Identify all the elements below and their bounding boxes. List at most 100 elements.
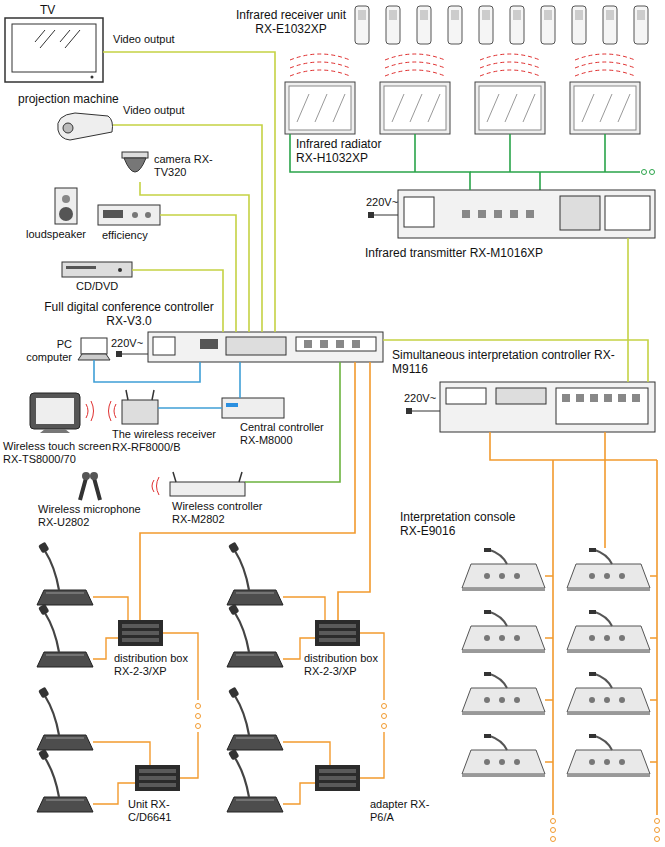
projector: projection machine	[55, 112, 113, 140]
power-plug	[116, 351, 122, 357]
bus-continuation	[551, 819, 556, 824]
radiator-panel: Infrared radiator RX-H1032XP	[285, 82, 355, 134]
device-label: camera RX-TV320	[154, 153, 216, 179]
bus-continuation	[655, 819, 660, 824]
console-drop	[545, 576, 657, 762]
wireless-signal	[109, 401, 117, 421]
signal-cable	[94, 360, 200, 382]
disc-player: CD/DVD	[62, 262, 132, 277]
tv-frame	[5, 18, 103, 82]
bus-continuation	[642, 170, 647, 175]
signal-label: Video output	[122, 104, 186, 117]
transmitter: Infrared transmitter RX-M1016XP	[398, 190, 655, 238]
chain-continuation	[382, 724, 387, 729]
unit-cable	[93, 597, 330, 804]
device-label: Central controller RX-M8000	[240, 421, 335, 447]
tv-hatch	[35, 30, 80, 48]
handheld-mic-head	[90, 472, 98, 480]
unit-ports	[296, 337, 376, 351]
device-label: Infrared receiver unit RX-E1032XP	[232, 8, 350, 37]
player-tray	[66, 266, 96, 269]
console-group: Interpretation console RX-E9016	[462, 548, 650, 782]
amplifier-body	[98, 205, 160, 225]
wireless-controller-body	[170, 482, 245, 496]
signal-label: Video output	[112, 33, 176, 46]
central-controller: Central controller RX-M8000	[222, 398, 284, 418]
power-socket	[404, 197, 434, 227]
handheld-mic-head	[82, 472, 90, 480]
power-cord	[412, 411, 440, 412]
chain-continuation	[196, 724, 201, 729]
laptop: PC computer	[78, 338, 110, 360]
device-label: Full digital conference controller RX-V3…	[40, 300, 218, 329]
signal-cable	[103, 52, 275, 332]
tv-screen	[12, 24, 96, 72]
projector-lens	[63, 123, 73, 133]
amplifier-display	[103, 210, 123, 218]
touch-screen: Wireless touch screen RX-TS8000/70	[30, 393, 80, 433]
signal-cable	[383, 340, 648, 382]
power-plug	[368, 212, 374, 218]
device-label: The wireless receiver RX-RF8000/B	[112, 428, 224, 454]
input-panel	[560, 196, 600, 230]
rj-sockets	[304, 340, 360, 348]
bus-continuation	[551, 828, 556, 833]
xlr-panel	[496, 388, 546, 404]
receiver-group: Infrared receiver unit RX-E1032XP	[352, 4, 648, 46]
touch-screen-frame	[30, 393, 80, 429]
part-label: 220V~	[111, 337, 143, 350]
signal-cable	[239, 362, 241, 398]
device-label: distribution box RX-2-3/XP	[304, 652, 386, 678]
part-label: Unit RX-C/D6641	[128, 798, 200, 824]
tv-button	[91, 76, 94, 79]
device-label: Wireless microphone RX-U2802	[38, 503, 148, 529]
signal-cable	[627, 238, 629, 382]
amplifier-knob	[132, 212, 138, 218]
channel-panel	[556, 388, 648, 424]
device-label: Interpretation console RX-E9016	[400, 510, 530, 539]
central-controller-logo	[226, 403, 238, 407]
device-label: Simultaneous interpretation controller R…	[392, 348, 622, 377]
power-socket	[153, 337, 175, 355]
camera-mount	[122, 152, 148, 158]
output-ports	[462, 210, 534, 218]
power-socket	[446, 388, 486, 404]
part-label: adapter RX-P6/A	[370, 798, 442, 824]
chain-continuation	[196, 704, 201, 709]
transmitter-chassis	[398, 190, 655, 238]
distribution-box: distribution box RX-2-3/XP	[118, 620, 163, 646]
channel-ports	[562, 394, 640, 402]
player-body	[62, 262, 132, 277]
audio-panel	[605, 196, 650, 230]
wireless-signal	[86, 401, 94, 421]
wireless-microphone: Wireless microphone RX-U2802	[70, 472, 110, 500]
distribution-box: distribution box RX-2-3/XP	[315, 620, 360, 646]
device-label: Wireless touch screen RX-TS8000/70	[3, 440, 121, 466]
device-label: PC computer	[16, 338, 72, 364]
interpretation-controller-chassis	[440, 382, 655, 432]
signal-cable	[160, 215, 236, 332]
bus-continuation	[650, 170, 655, 175]
wireless-controller: Wireless controller RX-M2802	[170, 472, 245, 496]
touch-screen-stand	[40, 429, 70, 433]
conference-controller: Full digital conference controller RX-V3…	[148, 332, 383, 362]
speaker-cabinet	[55, 188, 77, 224]
chain-continuation	[196, 714, 201, 719]
amplifier: efficiency	[98, 205, 160, 225]
signal-cable	[338, 362, 370, 620]
player-button	[118, 268, 122, 272]
power-plug	[406, 408, 412, 414]
device-label: TV	[40, 3, 55, 17]
device-label: Wireless controller RX-M2802	[172, 500, 282, 526]
central-controller-body	[222, 398, 284, 418]
signal-cable	[604, 432, 606, 548]
speaker-woofer	[59, 207, 73, 221]
wireless-signal	[152, 477, 159, 495]
wireless-receiver: The wireless receiver RX-RF8000/B	[122, 390, 158, 424]
device-label: loudspeaker	[26, 228, 86, 241]
chain-continuation	[382, 714, 387, 719]
amplifier-knob	[145, 212, 151, 218]
signal-cable	[140, 362, 355, 620]
device-label: Infrared radiator RX-H1032XP	[296, 137, 396, 166]
